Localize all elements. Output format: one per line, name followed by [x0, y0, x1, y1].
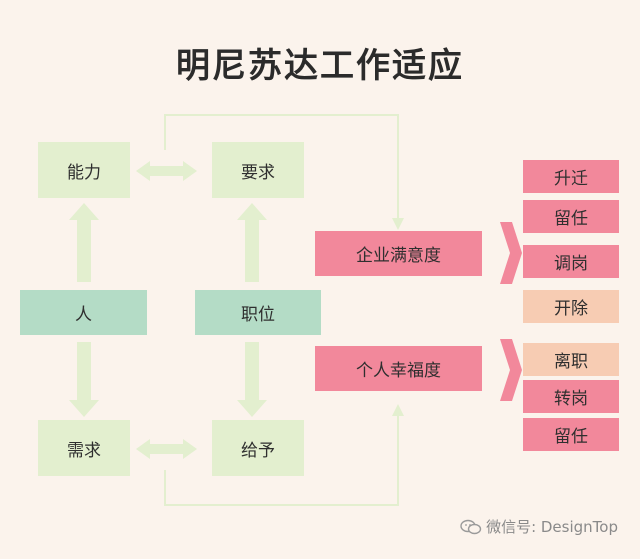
personal-outcome-change-post: 转岗 [523, 380, 619, 413]
node-demand: 要求 [212, 142, 304, 198]
personal-outcome-resign: 离职 [523, 343, 619, 376]
node-give: 给予 [212, 420, 304, 476]
company-outcome-dismiss: 开除 [523, 290, 619, 323]
personal-outcome-retain: 留任 [523, 418, 619, 451]
company-outcome-retain: 留任 [523, 200, 619, 233]
node-ability: 能力 [38, 142, 130, 198]
diagram-title: 明尼苏达工作适应 [176, 46, 464, 86]
person-to-ability-arrow [69, 203, 99, 282]
personal-chevron [500, 339, 522, 401]
position-to-give-arrow [237, 342, 267, 417]
bottom-feedback-arrowhead [392, 404, 404, 416]
company-chevron [500, 222, 522, 284]
bottom-feedback-line [164, 410, 399, 506]
result-personal-happiness: 个人幸福度 [315, 346, 482, 391]
company-outcome-promotion: 升迁 [523, 160, 619, 193]
result-company-satisfaction: 企业满意度 [315, 231, 482, 276]
need-give-double-arrow [136, 439, 197, 459]
node-need: 需求 [38, 420, 130, 476]
top-feedback-arrowhead [392, 218, 404, 230]
watermark: 微信号: DesignTop [460, 516, 618, 537]
ability-demand-double-arrow [136, 161, 197, 181]
watermark-text: 微信号: DesignTop [486, 518, 618, 536]
node-position: 职位 [195, 290, 321, 335]
position-to-demand-arrow [237, 203, 267, 282]
company-outcome-transfer: 调岗 [523, 245, 619, 278]
person-to-need-arrow [69, 342, 99, 417]
top-feedback-line [164, 114, 399, 225]
wechat-icon [460, 519, 482, 534]
node-person: 人 [20, 290, 147, 335]
